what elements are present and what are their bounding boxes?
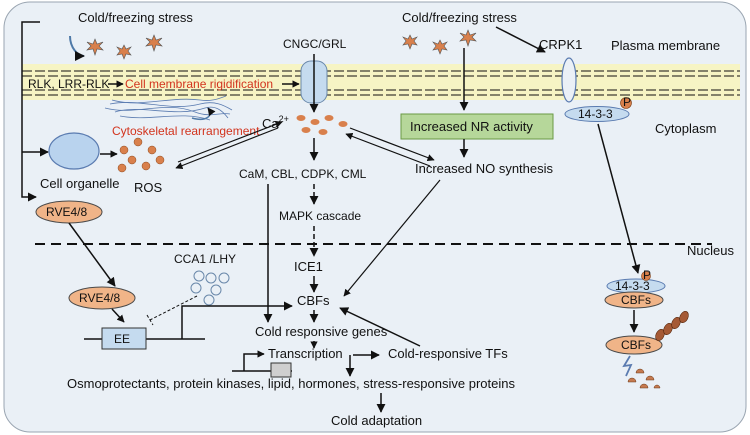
protein-1433-top-label: 14-3-3 <box>578 107 613 121</box>
cytoskeleton-curved-arrow-icon <box>191 107 216 121</box>
mapk-label: MAPK cascade <box>279 209 361 223</box>
protein-1433-top-icon <box>564 106 630 122</box>
transcription-label: Transcription <box>268 346 343 361</box>
tfs-to-cbfs-arrow <box>339 307 421 347</box>
calcium-sensors-label: CaM, CBL, CDPK, CML <box>239 167 367 181</box>
calcium-to-no-arrow <box>349 127 435 162</box>
cell-organelle-label: Cell organelle <box>40 176 120 191</box>
cytoskeleton-fibers-icon <box>104 95 233 121</box>
cbfs-main-label: CBFs <box>297 293 330 308</box>
cbfs-nuc-bottom-ellipse <box>605 335 663 355</box>
transcription-promoter-icon <box>243 350 265 371</box>
phosphate-nuc-icon <box>641 271 651 281</box>
cell-background <box>3 1 747 433</box>
osmoprotectants-label: Osmoprotectants, protein kinases, lipid,… <box>67 376 515 391</box>
1433-to-nucleus-arrow <box>597 123 641 274</box>
rve-bottom-ellipse <box>68 286 136 310</box>
cbfs-nuc-complex-label: CBFs <box>621 293 651 307</box>
cold-tfs-label: Cold-responsive TFs <box>388 346 508 361</box>
rve-top-to-bottom-arrow <box>68 222 116 287</box>
stress-to-crpk1-arrow <box>495 26 546 53</box>
plasma-membrane-label: Plasma membrane <box>611 38 720 53</box>
transcription-gene-box <box>270 362 292 378</box>
phosphate-nuc-label: P <box>643 268 651 282</box>
cold-adaptation-label: Cold adaptation <box>331 413 422 428</box>
ee-label: EE <box>114 332 130 346</box>
phosphate-label: P <box>623 95 631 109</box>
degradation-bolt-icon <box>622 355 633 377</box>
cbfs-nuc-bottom-label: CBFs <box>621 338 651 352</box>
cca1-label: CCA1 /LHY <box>174 252 236 266</box>
ros-label: ROS <box>134 180 163 195</box>
cell-organelle-icon <box>48 132 100 170</box>
crpk1-label: CRPK1 <box>539 37 582 52</box>
ros-particles-icon <box>117 137 165 173</box>
nr-activity-label: Increased NR activity <box>410 119 533 134</box>
calcium-ion-dots <box>296 115 348 135</box>
nr-activity-box <box>400 113 554 140</box>
cca1-inhibition-line <box>146 295 198 326</box>
phosphate-icon <box>620 97 632 109</box>
cold-stress-right-label: Cold/freezing stress <box>402 10 517 25</box>
rve-to-ee-arrow <box>111 308 125 323</box>
cytoplasm-label: Cytoplasm <box>655 121 716 136</box>
ice1-label: ICE1 <box>294 259 323 274</box>
no-synthesis-label: Increased NO synthesis <box>415 161 554 176</box>
plasma-membrane-band <box>22 64 740 100</box>
degraded-fragments-icon <box>627 368 661 389</box>
calcium-to-ros-arrow <box>175 127 279 169</box>
cold-genes-label: Cold responsive genes <box>255 324 388 339</box>
no-to-cbfs-arrow <box>343 179 441 297</box>
cca1-molecules-icon <box>190 270 230 306</box>
nucleus-label: Nucleus <box>687 243 734 258</box>
ubiquitin-chain-icon <box>655 311 689 341</box>
protein-1433-nuc-label: 14-3-3 <box>615 279 650 293</box>
cytoskeletal-label: Cytoskeletal rearrangement <box>112 124 260 138</box>
star-icon <box>86 34 163 60</box>
crpk1-channel-icon <box>561 57 577 103</box>
cngc-label: CNGC/GRL <box>283 37 347 51</box>
star-icon <box>402 29 477 55</box>
rve-bottom-label: RVE4/8 <box>79 291 120 305</box>
ros-to-calcium-arrow <box>177 120 283 163</box>
cold-stress-left-label: Cold/freezing stress <box>78 10 193 25</box>
ee-box <box>101 327 147 350</box>
rve-top-label: RVE4/8 <box>46 205 87 219</box>
ee-to-cbfs-connector <box>181 301 293 339</box>
no-to-calcium-arrow <box>345 132 431 167</box>
curved-arrow-icon <box>69 35 85 61</box>
cbfs-nuc-complex-ellipse <box>604 291 664 309</box>
left-outer-connector <box>21 21 40 202</box>
membrane-rigidification-label: Cell membrane rigidification <box>125 77 273 91</box>
rlk-label: RLK, LRR-RLK <box>28 77 109 91</box>
